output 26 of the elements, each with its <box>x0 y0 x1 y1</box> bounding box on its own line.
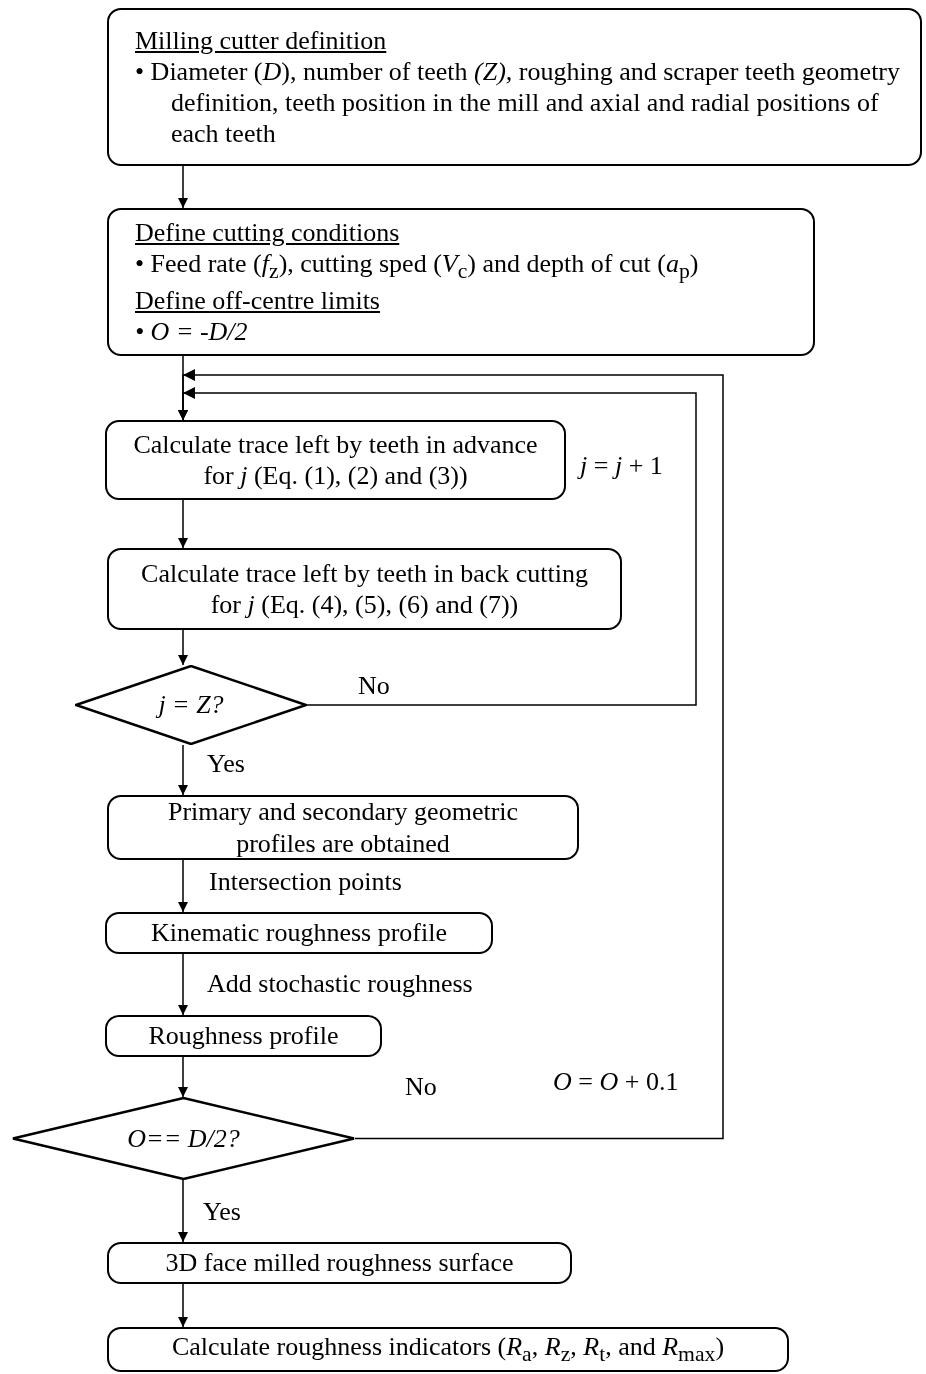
process-box <box>105 1015 382 1057</box>
process-box <box>107 795 579 860</box>
bullet-text: • Feed rate (f$_{z}$), cutting sped (V$_{c}$) and depth of cut (a$_{p}$) <box>135 248 699 285</box>
node-text: Calculate trace left by teeth in back cutting for j (Eq. (4), (5), (6) and (7)) <box>140 557 589 621</box>
node-text: Roughness profile <box>148 1020 339 1052</box>
node-text: 3D face milled roughness surface <box>165 1247 514 1279</box>
node-text: Kinematic roughness profile <box>151 917 447 949</box>
process-box <box>107 548 622 630</box>
node-text: Calculate trace left by teeth in advance for j (Eq. (1), (2) and (3)) <box>132 428 539 492</box>
process-box <box>105 420 566 500</box>
formula-label: O = O + 0.1 <box>553 1068 679 1097</box>
node-text: Primary and secondary geometric profiles are obtained <box>166 796 520 859</box>
node-text: O== D/2? <box>127 1122 240 1155</box>
heading: Define cutting conditions <box>135 217 400 249</box>
process-box <box>107 208 815 356</box>
heading: Milling cutter definition <box>135 24 387 56</box>
bullet-text: • Diameter (D), number of teeth (Z), roughing and scraper teeth geometry definition, teeth position in the mill and axial and radial positions of each teeth <box>135 55 902 150</box>
process-box <box>107 1242 572 1284</box>
decision-diamond <box>75 665 307 745</box>
decision-diamond <box>12 1097 355 1180</box>
heading: Define off-centre limits <box>135 284 380 316</box>
bullet-text: • O = -D/2 <box>135 315 248 347</box>
process-box <box>105 912 493 954</box>
process-box <box>107 1327 789 1372</box>
process-box <box>107 8 922 166</box>
node-text: Calculate roughness indicators (R$_{a}$, R$_{z}$, R$_{t}$, and R$_{max}$) <box>171 1331 725 1368</box>
